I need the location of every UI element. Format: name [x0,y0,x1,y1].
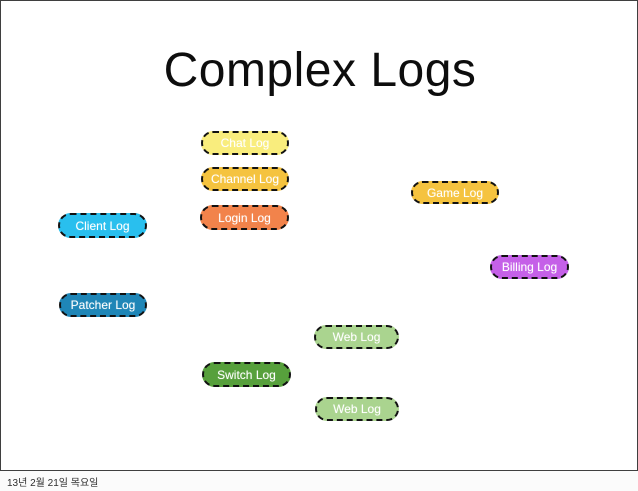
slide-title: Complex Logs [163,44,477,97]
log-node-switch-log: Switch Log [202,362,291,387]
date-footer: 13년 2월 21일 목요일 [0,471,638,491]
log-node-channel-log: Channel Log [201,167,289,191]
log-node-game-log: Game Log [411,181,499,204]
log-node-chat-log: Chat Log [201,131,289,155]
log-node-patcher-log: Patcher Log [59,293,147,317]
log-node-login-log: Login Log [200,205,289,230]
log-node-client-log: Client Log [58,213,147,238]
log-node-web-log-1: Web Log [314,325,399,349]
log-node-web-log-2: Web Log [315,397,399,421]
log-node-billing-log: Billing Log [490,255,569,279]
date-label: 13년 2월 21일 목요일 [7,477,99,489]
